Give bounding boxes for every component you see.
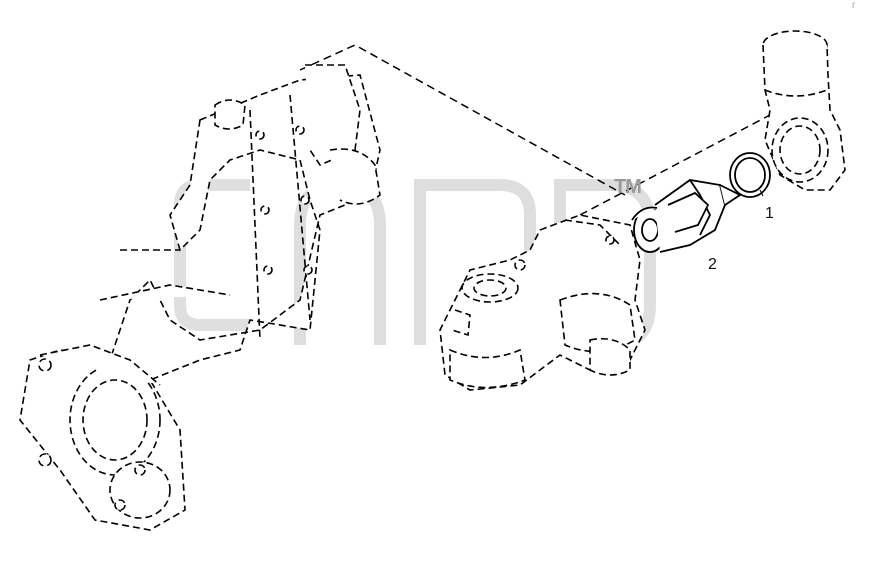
main-housing	[19, 64, 381, 531]
assembly-leader-lines	[299, 44, 771, 216]
corner-mark: r	[852, 0, 856, 11]
sealing-ring-part-1	[729, 152, 771, 198]
thermostat-part-2	[631, 179, 742, 253]
callout-label-2: 2	[708, 256, 717, 273]
outlet-elbow	[762, 30, 846, 191]
watermark-tm-mark: TM	[614, 176, 642, 198]
callout-leaders	[759, 189, 764, 197]
callout-label-1: 1	[765, 205, 774, 222]
thermostat-housing	[439, 214, 646, 391]
